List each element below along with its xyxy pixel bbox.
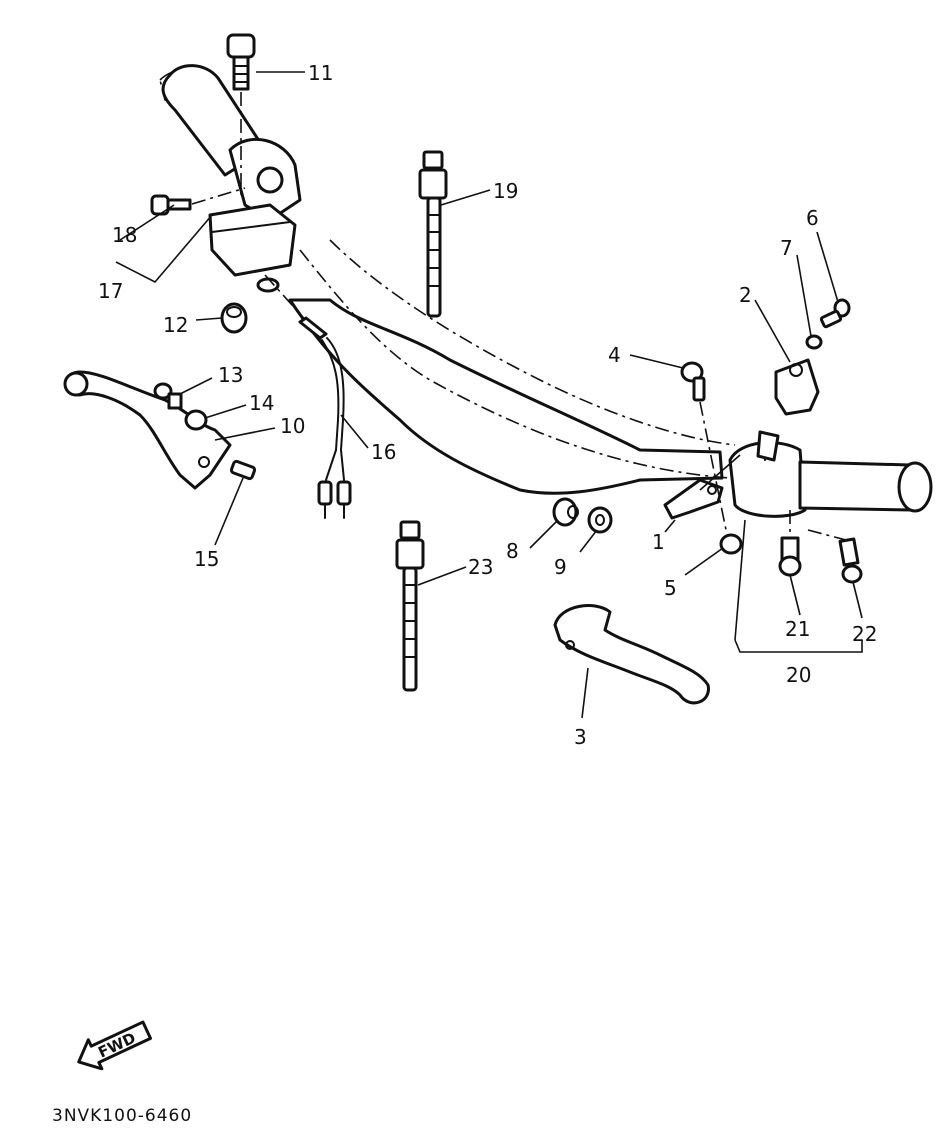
screw-21	[778, 510, 802, 577]
right-grip	[798, 460, 933, 513]
brake-lever	[553, 604, 710, 705]
callout-10: 10	[280, 414, 305, 438]
callout-12: 12	[163, 313, 188, 337]
callout-20: 20	[786, 663, 811, 687]
leader-lines	[115, 71, 863, 719]
callout-23: 23	[468, 555, 493, 579]
callouts: 11 18 17 12 13 14 10 15 16 19 23 8 9 4 2…	[98, 61, 877, 749]
washer-7	[805, 334, 823, 350]
holder-2	[774, 358, 820, 416]
callout-1: 1	[652, 530, 665, 554]
callout-8: 8	[506, 539, 519, 563]
callout-9: 9	[554, 555, 567, 579]
callout-22: 22	[852, 622, 877, 646]
callout-19: 19	[493, 179, 518, 203]
callout-4: 4	[608, 343, 621, 367]
master-cylinder	[728, 430, 807, 518]
callout-3: 3	[574, 725, 587, 749]
pin-15	[229, 459, 257, 481]
clutch-lever	[63, 370, 232, 490]
callout-21: 21	[785, 617, 810, 641]
callout-2: 2	[739, 283, 752, 307]
callout-16: 16	[371, 440, 396, 464]
callout-17: 17	[98, 279, 123, 303]
screw-22	[807, 529, 863, 584]
callout-13: 13	[218, 363, 243, 387]
callout-14: 14	[249, 391, 274, 415]
callout-11: 11	[308, 61, 333, 85]
collar-12	[220, 302, 248, 334]
bolt-4	[680, 361, 727, 531]
cable-tie-19	[418, 150, 448, 318]
callout-7: 7	[780, 236, 793, 260]
screw-18	[150, 187, 246, 216]
washer-9	[587, 506, 613, 534]
screw-6	[819, 298, 851, 329]
bracket-1	[663, 454, 741, 520]
callout-15: 15	[194, 547, 219, 571]
nut-5	[719, 533, 743, 555]
left-switch-housing	[208, 137, 302, 293]
nut-14	[184, 409, 208, 431]
bolt-11	[226, 33, 256, 200]
callout-18: 18	[112, 223, 137, 247]
cable-tie-23	[395, 520, 425, 692]
drawing-code: 3NVK100-6460	[52, 1106, 192, 1126]
callout-5: 5	[664, 576, 677, 600]
fwd-arrow-icon: FWD	[77, 1020, 153, 1071]
callout-6: 6	[806, 206, 819, 230]
bolt-13	[153, 382, 183, 410]
handlebar	[288, 239, 736, 495]
collar-8	[552, 497, 579, 527]
